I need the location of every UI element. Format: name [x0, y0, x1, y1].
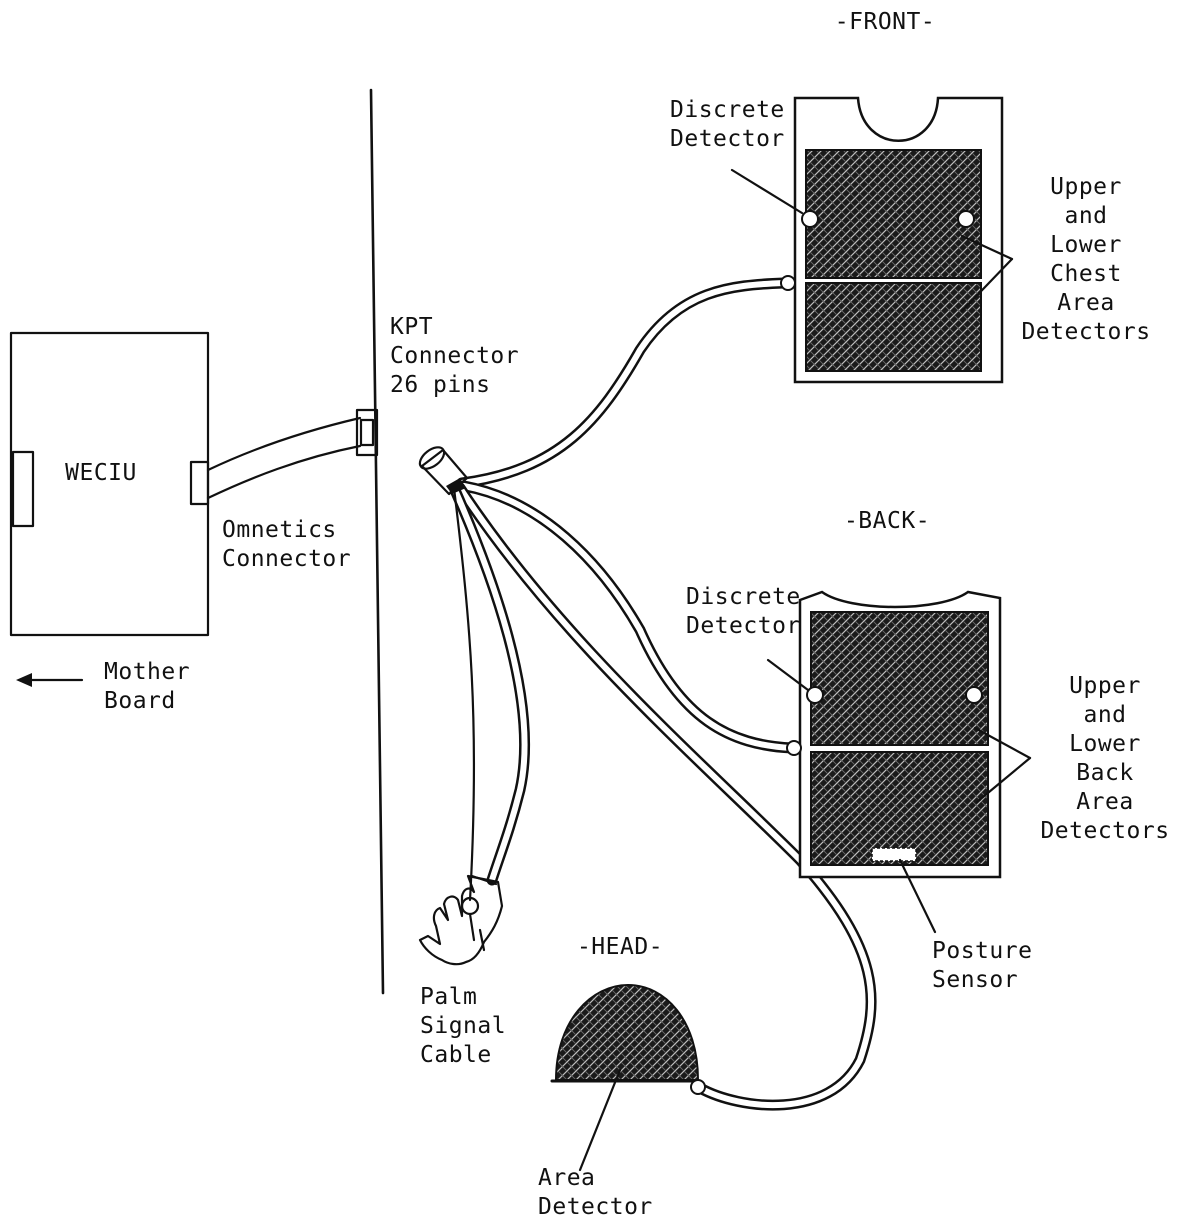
- front-vest-cable-port: [780, 275, 796, 291]
- discrete-detector-front-label: Discrete Detector: [670, 97, 785, 152]
- discrete-detector-back-label: Discrete Detector: [686, 584, 801, 639]
- upper-back-detector: [810, 611, 989, 746]
- head-title: -HEAD-: [576, 934, 664, 960]
- weciu-left-tab: [11, 450, 35, 528]
- discrete-detector-front-right: [957, 210, 975, 228]
- weciu-label: WECIU: [65, 460, 137, 486]
- omnetics-cable: [206, 416, 362, 500]
- discrete-detector-back-left: [806, 686, 824, 704]
- cable-to-front-vest: [456, 277, 790, 489]
- area-detector-label: Area Detector: [538, 1165, 653, 1220]
- chest-area-detectors-label: Upper and Lower Chest Area Detectors: [1021, 174, 1151, 345]
- weciu-box: [9, 331, 210, 637]
- lower-chest-detector: [805, 282, 982, 372]
- cable-to-helmet: [454, 482, 877, 1111]
- divider-wall: [369, 88, 385, 995]
- palm-signal-cable-line: [449, 484, 531, 886]
- posture-sensor-box: [871, 847, 917, 862]
- back-title: -BACK-: [843, 508, 931, 534]
- kpt-connector-label: KPT Connector 26 pins: [390, 314, 520, 398]
- omnetics-connector-label: Omnetics Connector: [222, 517, 352, 572]
- posture-sensor-label: Posture Sensor: [932, 938, 1033, 993]
- wall-feedthrough-connector: [355, 408, 379, 457]
- helmet-cable-port: [690, 1079, 706, 1095]
- lower-back-detector: [810, 751, 989, 866]
- helmet-icon: [550, 983, 706, 1095]
- discrete-detector-back-right: [965, 686, 983, 704]
- thin-cable: [452, 486, 476, 902]
- leader-lines: [578, 168, 1032, 1172]
- vest-icon: [786, 590, 1002, 879]
- front-title: -FRONT-: [834, 9, 936, 35]
- discrete-detector-front-left: [801, 210, 819, 228]
- back-vest-cable-port: [786, 740, 802, 756]
- cable-to-back-vest: [458, 480, 798, 754]
- kpt-connector-plug: [418, 446, 469, 496]
- omnetics-connector-block: [189, 460, 210, 506]
- back-area-detectors-label: Upper and Lower Back Area Detectors: [1040, 673, 1170, 844]
- palm-signal-cable-label: Palm Signal Cable: [420, 984, 507, 1068]
- glove-icon: [418, 874, 504, 966]
- vest-icon: [780, 96, 1004, 384]
- upper-chest-detector: [805, 149, 982, 279]
- left-arrow-icon: [16, 673, 84, 687]
- mother-board-label: Mother Board: [104, 659, 191, 714]
